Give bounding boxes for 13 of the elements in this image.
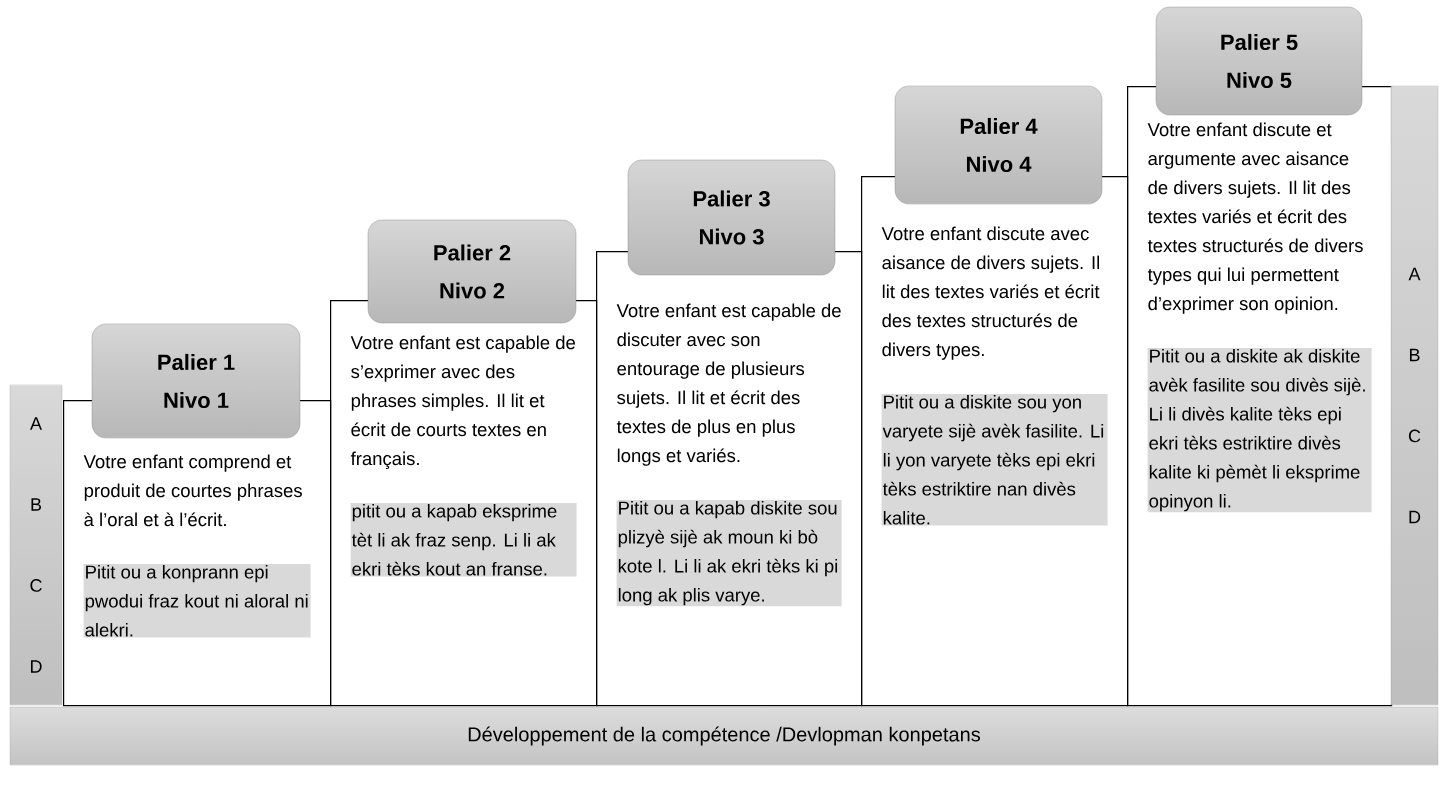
column-panel: Votre enfant discute avec aisance de divers sujets. Il lit des textes variés et écrit des textes structurés de divers types. Pitit ou a diskite sou yon varyete sijè avèk fasilite. Li li yon varyete tèks epi ekri tèks estriktire nan divès kalite. (861, 176, 1129, 707)
level-header: Palier 3 Nivo 3 (627, 159, 836, 276)
highlighted-text: Pitit ou a kapab diskite sou plizyè sijè ak moun ki bò kote l. Li li ak ekri tèks ki pi long ak plis varye. (616, 500, 842, 607)
scale-bar: A B C D (9, 384, 63, 706)
level-header: Palier 1 Nivo 1 (91, 323, 301, 439)
level-header: Palier 4 Nivo 4 (894, 85, 1103, 205)
level-header: Palier 2 Nivo 2 (367, 219, 577, 324)
highlighted-text: pitit ou a kapab eksprime tèt li ak fraz senp. Li li ak ekri tèks kout an franse. (350, 503, 577, 577)
level-header: Palier 5 Nivo 5 (1155, 6, 1363, 116)
highlighted-text: Pitit ou a konprann epi pwodui fraz kout ni aloral ni alekri. (83, 564, 311, 638)
highlighted-text: Pitit ou a diskite sou yon varyete sijè avèk fasilite. Li li yon varyete tèks epi ekri tèks estriktire nan divès kalite. (881, 394, 1108, 526)
scale-bar: A B C D (1390, 85, 1439, 706)
highlighted-text: Pitit ou a diskite ak diskite avèk fasilite sou divès sijè. Li li divès kalite tèks epi ekri tèks estriktire divès kalite ki pèmèt li eksprime opinyon li. (1147, 348, 1372, 513)
